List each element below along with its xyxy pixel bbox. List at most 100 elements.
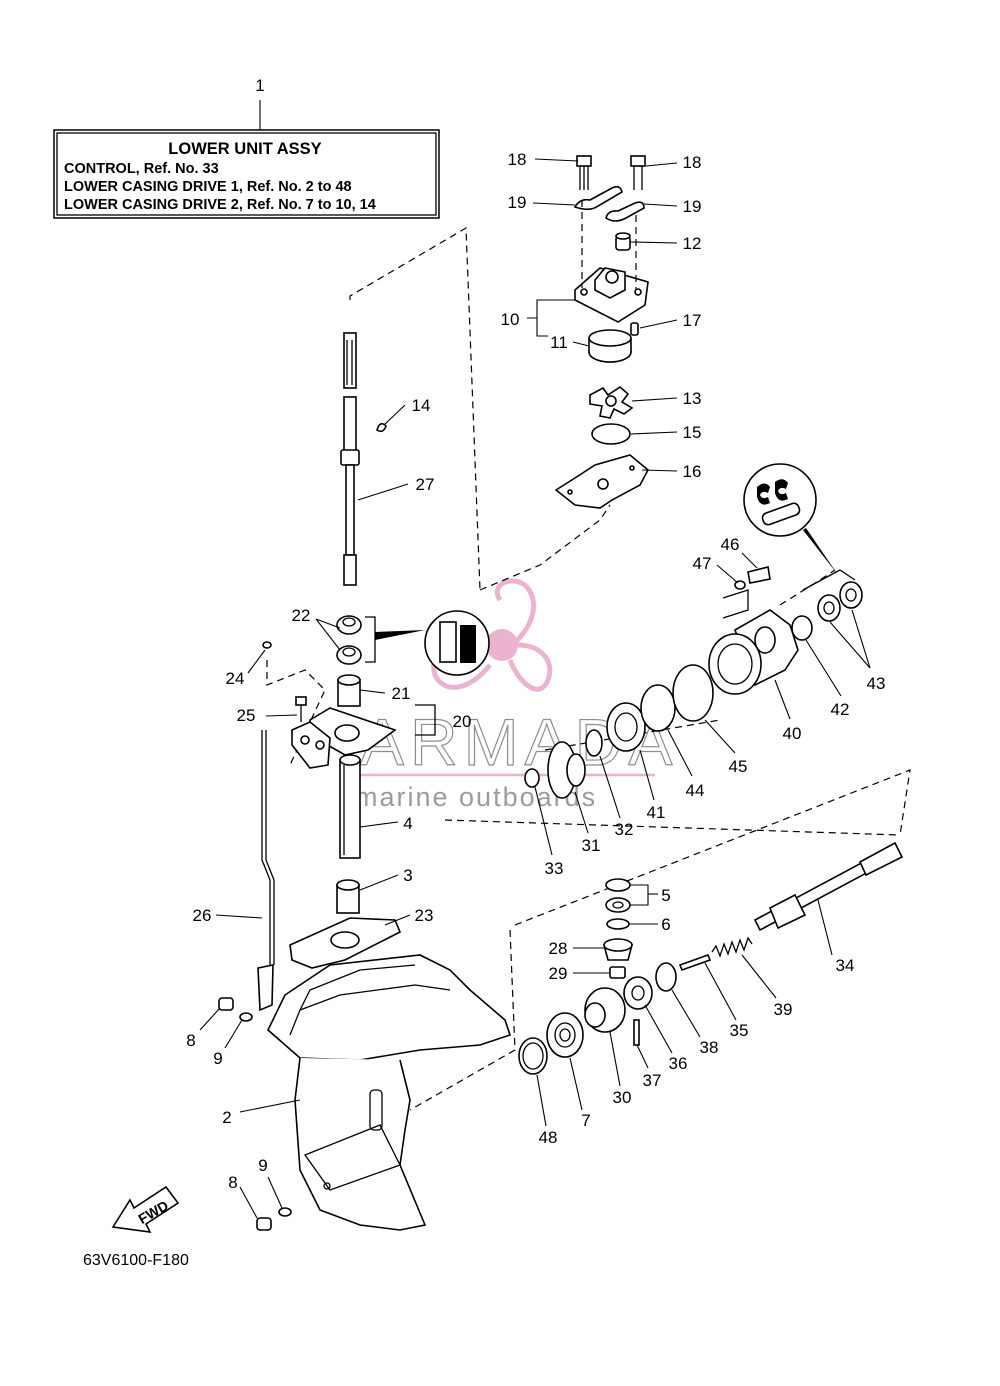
callout-47: 47 <box>693 554 712 573</box>
part-25-bolt <box>295 696 307 722</box>
callout-42: 42 <box>831 700 850 719</box>
part-29-nut <box>609 966 626 979</box>
callout-25: 25 <box>237 706 256 725</box>
callout-41: 41 <box>647 803 666 822</box>
callout-18-right: 18 <box>683 153 702 172</box>
part-5-bearing <box>605 878 631 913</box>
part-6-shim <box>606 918 630 930</box>
callout-2: 2 <box>222 1108 231 1127</box>
part-27-drive-shaft <box>340 332 360 586</box>
part-36-dog-clutch <box>623 976 653 1010</box>
fwd-arrow-icon: FWD <box>111 1185 180 1233</box>
info-box: LOWER UNIT ASSY CONTROL, Ref. No. 33 LOW… <box>53 100 440 219</box>
callout-23: 23 <box>415 906 434 925</box>
part-26-shift-rod <box>257 730 275 1012</box>
detail-callout-22 <box>375 610 490 676</box>
part-8-screw-lower <box>256 1217 272 1231</box>
part-48-o-ring <box>518 1037 548 1075</box>
callout-30: 30 <box>613 1088 632 1107</box>
part-28-pinion <box>602 938 634 961</box>
callout-14: 14 <box>412 396 431 415</box>
part-15-o-ring <box>591 423 631 445</box>
callout-32: 32 <box>615 820 634 839</box>
part-31-forward-gear <box>547 741 586 799</box>
part-16-gasket <box>554 454 650 509</box>
callout-44: 44 <box>686 781 705 800</box>
callout-6: 6 <box>661 915 670 934</box>
part-39-spring <box>711 936 753 958</box>
callout-8-lower: 8 <box>228 1173 237 1192</box>
part-11-insert <box>588 329 632 363</box>
info-box-line-3: LOWER CASING DRIVE 2, Ref. No. 7 to 10, … <box>64 197 376 213</box>
part-10-pump-housing <box>574 200 649 323</box>
callout-37: 37 <box>643 1071 662 1090</box>
part-4-tube <box>339 754 361 859</box>
part-2-lower-casing <box>267 954 512 1231</box>
callout-24: 24 <box>226 669 245 688</box>
callout-29: 29 <box>549 964 568 983</box>
callout-48: 48 <box>539 1128 558 1147</box>
callout-22: 22 <box>292 606 311 625</box>
callout-34: 34 <box>836 956 855 975</box>
part-35-plunger <box>678 953 712 972</box>
callout-15: 15 <box>683 423 702 442</box>
part-23-gasket <box>289 917 402 969</box>
part-7-bearing <box>546 1012 584 1058</box>
callout-46: 46 <box>721 535 740 554</box>
callout-35: 35 <box>730 1021 749 1040</box>
part-8-screw-upper <box>218 997 234 1011</box>
part-9-washer-upper <box>239 1012 253 1022</box>
detail-callout-43 <box>743 463 856 591</box>
callout-1: 1 <box>255 76 264 95</box>
info-box-line-1: CONTROL, Ref. No. 33 <box>64 161 219 177</box>
part-12-grommet <box>615 232 631 251</box>
callout-10: 10 <box>501 310 520 329</box>
callout-18-left: 18 <box>508 150 527 169</box>
callout-13: 13 <box>683 389 702 408</box>
part-45-o-ring <box>672 664 714 722</box>
callout-38: 38 <box>700 1038 719 1057</box>
part-41-bearing <box>606 702 646 752</box>
leader-lines <box>199 158 871 1219</box>
part-40-bearing-housing <box>708 609 799 695</box>
callout-5: 5 <box>661 886 670 905</box>
part-18-bolt-left <box>576 155 592 190</box>
part-9-washer-lower <box>278 1207 292 1217</box>
info-box-title: LOWER UNIT ASSY <box>168 140 321 158</box>
part-17-pin <box>630 322 639 336</box>
callout-8-upper: 8 <box>186 1031 195 1050</box>
callout-33: 33 <box>545 859 564 878</box>
callout-20: 20 <box>453 712 472 731</box>
part-33-shim <box>524 768 540 788</box>
part-21-bushing <box>337 674 361 707</box>
part-43-seals <box>817 581 863 622</box>
callout-9-upper: 9 <box>213 1049 222 1068</box>
callout-17: 17 <box>683 311 702 330</box>
part-18-bolt-right <box>630 155 646 190</box>
part-3-bushing <box>336 879 360 914</box>
part-37-pin <box>633 1019 640 1046</box>
callout-39: 39 <box>774 1000 793 1019</box>
part-13-impeller <box>589 385 634 419</box>
info-box-line-2: LOWER CASING DRIVE 1, Ref. No. 2 to 48 <box>64 179 352 195</box>
callout-40: 40 <box>783 724 802 743</box>
callout-19-left: 19 <box>508 193 527 212</box>
part-20-bracket <box>291 704 436 769</box>
part-32-shim <box>585 729 603 757</box>
callout-4: 4 <box>403 814 412 833</box>
part-14-key <box>376 422 387 433</box>
diagram-code: 63V6100-F180 <box>83 1252 189 1269</box>
callout-21: 21 <box>392 684 411 703</box>
callout-45: 45 <box>729 757 748 776</box>
part-46-bolt <box>747 566 771 584</box>
part-42-bushing <box>791 615 813 641</box>
callout-27: 27 <box>416 475 435 494</box>
callout-16: 16 <box>683 462 702 481</box>
callout-43: 43 <box>867 674 886 693</box>
part-30-reverse-gear <box>584 987 626 1033</box>
callout-7: 7 <box>581 1111 590 1130</box>
callout-3: 3 <box>403 866 412 885</box>
callout-36: 36 <box>669 1054 688 1073</box>
